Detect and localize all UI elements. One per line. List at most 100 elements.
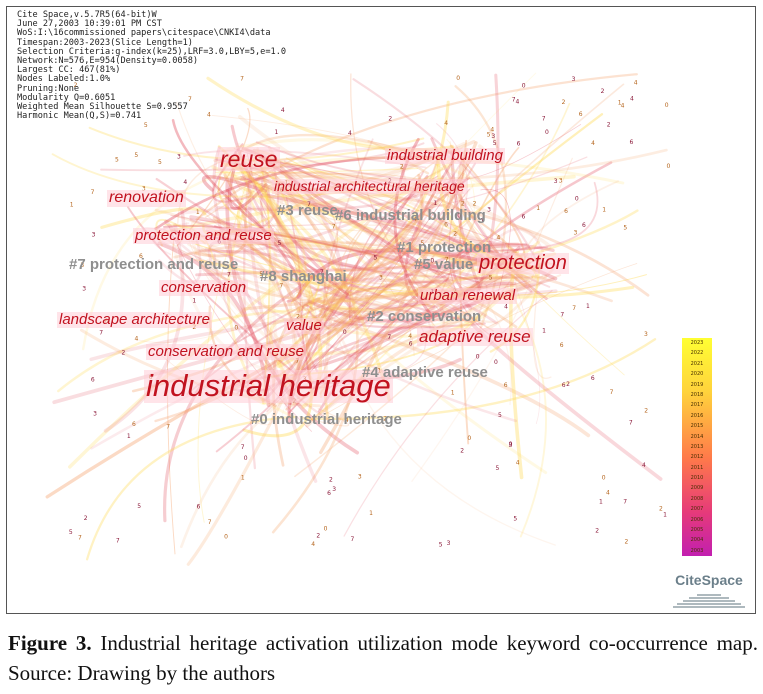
node-marker: 5 [420, 240, 424, 247]
node-marker: 1 [369, 510, 373, 517]
cluster-label-4: #4 adaptive reuse [362, 364, 488, 381]
network-link [450, 303, 494, 332]
node-marker: 6 [522, 213, 526, 220]
metadata-line: Pruning:None [17, 83, 80, 94]
network-link [300, 338, 657, 420]
node-marker: 4 [634, 80, 638, 87]
node-marker: 0 [244, 455, 248, 462]
legend-year: 2012 [690, 454, 704, 461]
network-link [323, 275, 355, 323]
network-link [234, 151, 435, 330]
network-link [236, 198, 347, 287]
node-marker: 3 [332, 486, 336, 493]
node-marker: 4 [207, 111, 211, 118]
network-link [485, 275, 544, 283]
node-marker: 4 [504, 304, 508, 311]
legend-year: 2011 [690, 464, 704, 471]
node-marker: 6 [444, 221, 448, 228]
node-marker: 7 [99, 329, 103, 336]
keyword-industrial-building: industrial building [385, 147, 505, 164]
network-link [349, 236, 420, 285]
network-link [186, 397, 285, 566]
network-link [365, 183, 475, 276]
network-link [308, 290, 325, 309]
network-link [420, 181, 552, 249]
network-link [227, 168, 268, 211]
node-marker: 7 [240, 76, 244, 83]
network-link [515, 180, 620, 290]
node-marker: 3 [82, 286, 86, 293]
network-link [326, 243, 555, 336]
network-link [400, 165, 500, 256]
network-link [215, 167, 419, 174]
node-marker: 2 [400, 164, 404, 171]
network-link [217, 176, 340, 248]
node-marker: 6 [582, 222, 586, 229]
node-marker: 0 [545, 129, 549, 136]
network-link [170, 156, 588, 227]
network-link [355, 275, 523, 293]
node-marker: 5 [513, 515, 517, 522]
node-marker: 0 [324, 525, 328, 532]
node-marker: 7 [307, 201, 311, 208]
legend-year: 2015 [690, 423, 704, 430]
node-marker: 1 [275, 129, 279, 136]
network-link [243, 174, 257, 470]
node-marker: 0 [430, 257, 434, 264]
node-marker: 5 [493, 140, 497, 147]
network-link [272, 175, 307, 285]
node-marker: 7 [332, 223, 336, 230]
network-link [171, 119, 349, 296]
node-marker: 7 [116, 538, 120, 545]
node-marker: 2 [659, 506, 663, 513]
network-link [205, 172, 443, 218]
node-marker: 4 [642, 462, 646, 469]
node-marker: 6 [579, 111, 583, 118]
node-marker: 5 [278, 240, 282, 247]
network-map-frame: 7676756263500020410573657074271214473363… [6, 6, 756, 614]
node-marker: 1 [192, 298, 196, 305]
network-link [300, 304, 313, 383]
network-link [163, 224, 481, 284]
network-link [268, 170, 415, 357]
network-link [186, 281, 441, 395]
node-marker: 5 [137, 503, 141, 510]
network-link [295, 289, 370, 314]
network-link [323, 314, 591, 438]
network-link [211, 196, 304, 315]
network-link [439, 184, 625, 376]
legend-year: 2018 [690, 391, 704, 398]
cluster-label-0: #0 industrial heritage [251, 411, 402, 428]
legend-year: 2003 [690, 547, 704, 554]
network-link [194, 240, 458, 316]
node-marker: 0 [457, 213, 461, 220]
caption-label: Figure 3. [8, 631, 92, 655]
network-link [331, 266, 360, 283]
node-marker: 6 [630, 139, 634, 146]
node-marker: 4 [516, 460, 520, 467]
node-marker: 3 [487, 207, 491, 214]
node-marker: 1 [599, 499, 603, 506]
node-marker: 1 [127, 433, 131, 440]
node-marker: 3 [491, 133, 495, 140]
network-link [349, 290, 446, 322]
network-link [233, 174, 548, 475]
network-link [301, 292, 436, 327]
node-marker: 0 [224, 534, 228, 541]
network-link [269, 148, 668, 181]
node-marker: 1 [542, 328, 546, 335]
node-marker: 7 [351, 536, 355, 543]
node-marker: 4 [281, 107, 285, 114]
node-marker: 6 [504, 382, 508, 389]
legend-year: 2017 [690, 402, 704, 409]
keyword-adaptive-reuse: adaptive reuse [417, 327, 533, 346]
network-link [157, 174, 576, 236]
node-marker: 2 [566, 381, 570, 388]
network-link [532, 209, 639, 255]
legend-year: 2009 [690, 485, 704, 492]
network-link [181, 206, 516, 252]
network-link [462, 227, 545, 281]
network-link [323, 138, 374, 322]
keyword-urban-renewal: urban renewal [418, 287, 518, 304]
node-marker: 5 [144, 122, 148, 129]
